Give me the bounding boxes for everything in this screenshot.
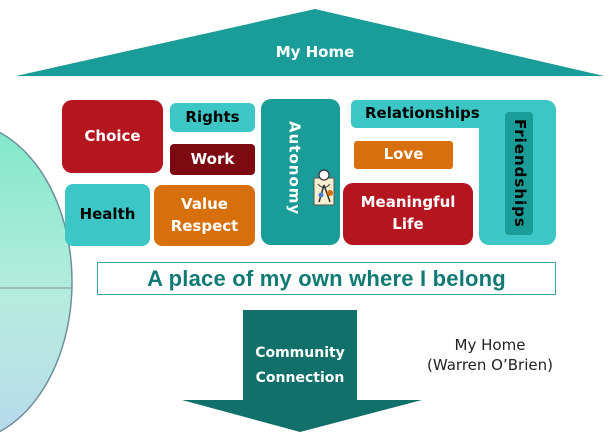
tile-work: Work — [170, 144, 255, 175]
tagline-text: A place of my own where I belong — [147, 265, 506, 291]
tile-friendships-label: Friendships — [510, 119, 529, 228]
tile-autonomy-label: Autonomy — [285, 121, 304, 216]
caption-line1: My Home — [454, 336, 526, 354]
tile-choice: Choice — [62, 100, 163, 173]
tile-value-label: Value — [181, 194, 228, 213]
tile-respect-label: Respect — [170, 216, 239, 235]
tile-relationships: Relationships — [351, 100, 502, 128]
decorative-circle — [0, 131, 73, 432]
tile-life-label: Life — [392, 215, 424, 233]
arrow-label: Community Connection — [243, 330, 357, 402]
person-clipart-icon — [313, 169, 335, 206]
arrow-label-line2: Connection — [255, 370, 345, 386]
caption: My Home (Warren O’Brien) — [410, 335, 570, 376]
roof — [16, 9, 604, 76]
arrow-label-line1: Community — [255, 344, 345, 361]
tile-value-respect: Value Respect — [154, 185, 255, 246]
down-arrow — [182, 310, 422, 432]
roof-title: My Home — [275, 43, 355, 62]
tile-health: Health — [65, 184, 150, 246]
tile-meaningful-label: Meaningful — [360, 193, 456, 212]
tile-meaningful-life: Meaningful Life — [343, 183, 473, 245]
tile-rights: Rights — [170, 103, 255, 132]
tagline-banner: A place of my own where I belong — [97, 262, 556, 295]
caption-line2: (Warren O’Brien) — [427, 356, 553, 375]
tile-love: Love — [354, 141, 453, 169]
tile-friendships-inner: Friendships — [505, 112, 533, 235]
tile-health-label: Health — [79, 205, 136, 224]
